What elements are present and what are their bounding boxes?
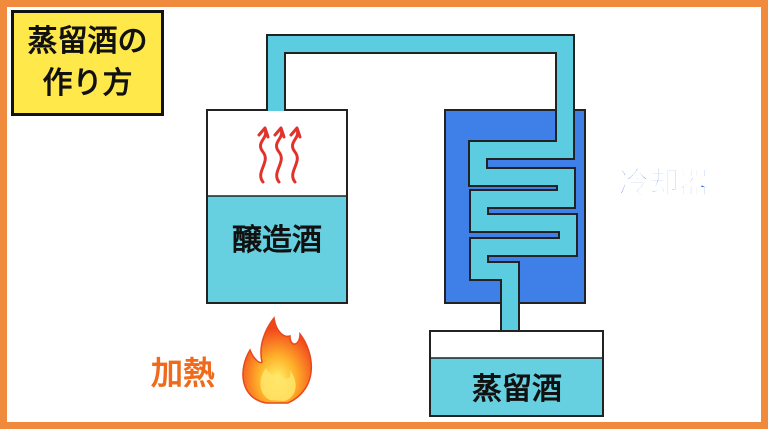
heat-label: 加熱 [151, 354, 215, 392]
fermented-liquid [208, 196, 346, 302]
steam-arrows-icon [257, 126, 302, 184]
distilled-tank: 蒸留酒 [429, 330, 604, 417]
cooler-label: 冷却器 [619, 166, 710, 201]
title-box: 蒸留酒の 作り方 [11, 10, 164, 116]
title-line-2: 作り方 [42, 66, 133, 101]
fermented-tank: 醸造酒 [206, 109, 348, 304]
distilled-liquid [431, 358, 602, 415]
title-line-1: 蒸留酒の [27, 24, 148, 59]
distilled-label: 蒸留酒 [472, 372, 562, 407]
vapor-pipe [266, 34, 578, 331]
fermented-label: 醸造酒 [232, 223, 322, 258]
flame-icon [242, 316, 312, 404]
